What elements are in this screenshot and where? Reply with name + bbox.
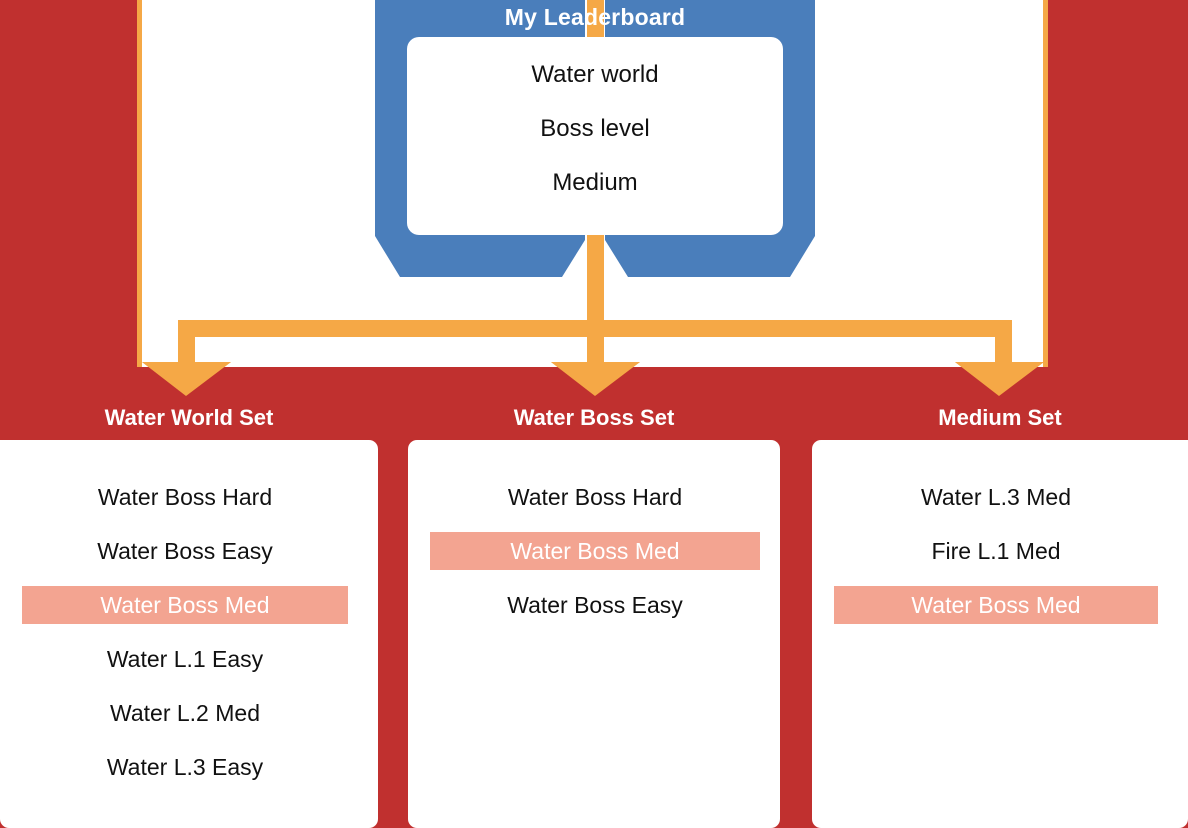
arrow-head-right-tip — [955, 362, 1044, 396]
set-item[interactable]: Water Boss Hard — [507, 484, 683, 510]
set-box-water-boss: Water Boss Hard Water Boss Med Water Bos… — [408, 440, 780, 828]
set-item-highlighted[interactable]: Water Boss Med — [430, 532, 760, 570]
set-item-highlighted[interactable]: Water Boss Med — [22, 586, 348, 624]
set-item[interactable]: Water L.3 Med — [921, 484, 1071, 510]
set-box-medium: Water L.3 Med Fire L.1 Med Water Boss Me… — [812, 440, 1188, 828]
set-item[interactable]: Water Boss Easy — [97, 538, 273, 564]
left-rail — [137, 0, 142, 367]
set-title-water-boss: Water Boss Set — [513, 405, 675, 430]
leaderboard-card: Water world Boss level Medium — [407, 37, 783, 235]
set-item[interactable]: Water L.2 Med — [110, 700, 260, 726]
set-title-water-world: Water World Set — [104, 405, 274, 430]
set-item[interactable]: Water L.3 Easy — [106, 754, 264, 780]
leaderboard-row: Boss level — [540, 115, 650, 142]
leaderboard-row: Water world — [531, 61, 659, 88]
arrow-head-center-tip — [551, 362, 640, 396]
set-title-medium: Medium Set — [938, 405, 1062, 430]
set-item[interactable]: Water Boss Hard — [97, 484, 273, 510]
set-item-highlighted[interactable]: Water Boss Med — [834, 586, 1158, 624]
set-item[interactable]: Fire L.1 Med — [931, 538, 1061, 564]
branch-stem-right — [995, 320, 1012, 370]
arrow-head-left-tip — [142, 362, 231, 396]
leaderboard-row: Medium — [552, 169, 638, 196]
leaderboard-title: My Leaderboard — [504, 4, 686, 30]
set-box-water-world: Water Boss Hard Water Boss Easy Water Bo… — [0, 440, 378, 828]
distribution-bar — [178, 320, 1012, 337]
set-item[interactable]: Water L.1 Easy — [106, 646, 264, 672]
set-item[interactable]: Water Boss Easy — [507, 592, 683, 618]
branch-stem-left — [178, 320, 195, 370]
right-rail — [1043, 0, 1048, 367]
